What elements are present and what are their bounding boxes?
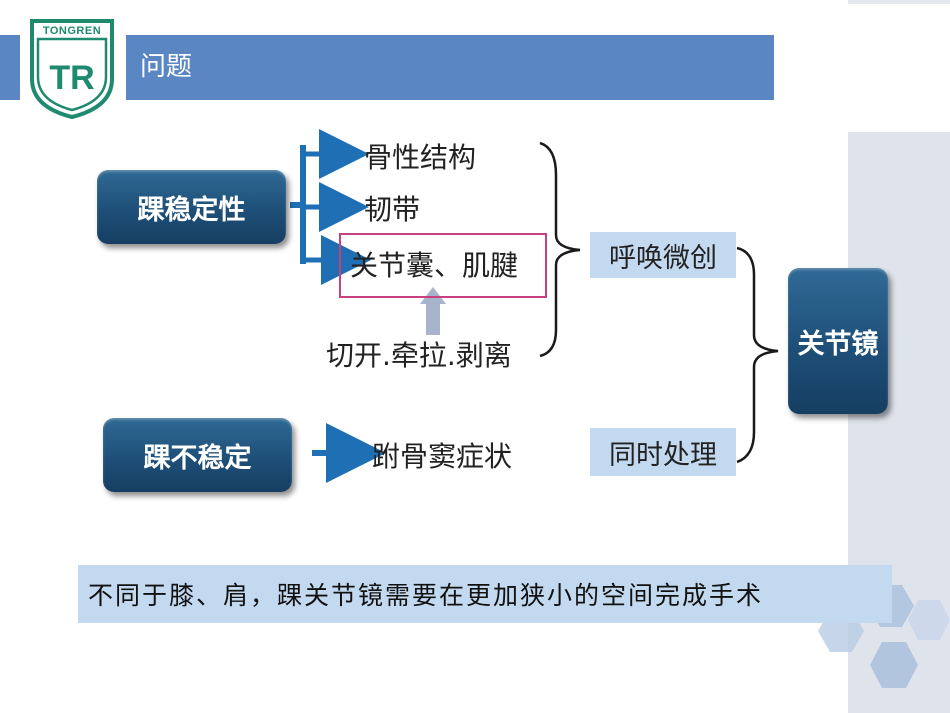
logo-text: TONGREN (43, 25, 101, 37)
capsule-highlight-frame (339, 233, 547, 298)
label-open-pull-strip: 切开.牵拉.剥离 (326, 339, 512, 372)
brace-right-2 (736, 246, 779, 464)
page-title: 问题 (140, 52, 193, 82)
header-bar (126, 35, 774, 100)
node-ankle-stability: 踝稳定性 (97, 170, 286, 244)
label-ligament: 韧带 (364, 193, 421, 226)
header-bar-left (0, 35, 20, 100)
box-simultaneous: 同时处理 (590, 428, 736, 476)
label-capsule-tendon: 关节囊、肌腱 (350, 249, 519, 282)
box-minimally-invasive: 呼唤微创 (590, 232, 736, 278)
logo-mark: TR (49, 59, 94, 97)
node-arthroscopy: 关节镜 (788, 268, 888, 414)
branch-arrows (290, 129, 371, 285)
node-ankle-instability: 踝不稳定 (103, 418, 292, 492)
bottom-note: 不同于膝、肩，踝关节镜需要在更加狭小的空间完成手术 (78, 565, 892, 623)
label-tarsal-sinus: 跗骨窦症状 (372, 440, 513, 473)
top-right-rule (848, 0, 950, 4)
label-bone-structure: 骨性结构 (364, 141, 477, 174)
tongren-logo: TONGREN TR (30, 19, 114, 119)
